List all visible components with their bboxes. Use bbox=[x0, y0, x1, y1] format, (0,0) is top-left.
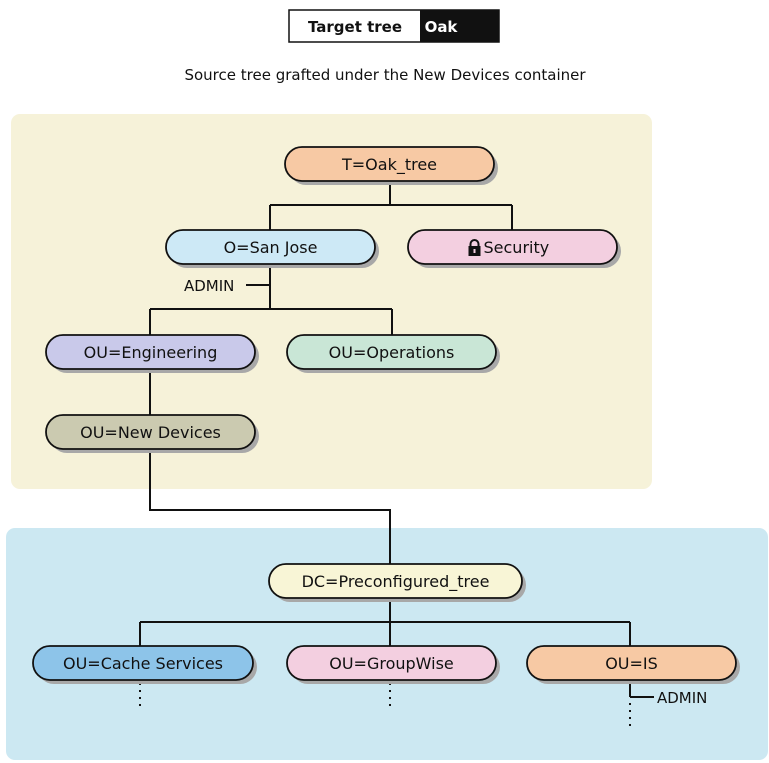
node-oak-tree-pill bbox=[284, 146, 495, 182]
node-security: Security bbox=[407, 229, 621, 268]
node-operations: OU=Operations bbox=[286, 334, 500, 373]
node-operations-pill bbox=[286, 334, 497, 370]
target-tree-header: Target tree Oak bbox=[288, 9, 500, 43]
node-engineering-label: OU=Engineering bbox=[84, 343, 218, 362]
node-oak-tree-label: T=Oak_tree bbox=[341, 155, 437, 175]
node-groupwise-label: OU=GroupWise bbox=[329, 654, 454, 673]
node-is-label: OU=IS bbox=[605, 654, 658, 673]
padlock-icon bbox=[468, 239, 481, 256]
admin-label-san-jose: ADMIN bbox=[184, 277, 234, 295]
node-san-jose-label: O=San Jose bbox=[224, 238, 318, 257]
node-groupwise-pill bbox=[286, 645, 497, 681]
target-tree-region bbox=[11, 114, 652, 489]
node-security-label: Security bbox=[484, 238, 550, 257]
header-label: Target tree bbox=[308, 18, 402, 36]
source-tree-region bbox=[6, 528, 768, 760]
connectors bbox=[139, 181, 654, 698]
node-new-devices: OU=New Devices bbox=[45, 414, 259, 453]
node-preconfigured-tree-label: DC=Preconfigured_tree bbox=[302, 572, 490, 592]
node-operations-label: OU=Operations bbox=[329, 343, 455, 362]
subtitle: Source tree grafted under the New Device… bbox=[184, 66, 586, 84]
node-is: OU=IS bbox=[526, 645, 740, 684]
node-new-devices-pill bbox=[45, 414, 256, 450]
node-is-pill bbox=[526, 645, 737, 681]
node-preconfigured-tree-pill bbox=[268, 563, 523, 599]
node-san-jose-pill bbox=[165, 229, 376, 265]
node-new-devices-label: OU=New Devices bbox=[80, 423, 221, 442]
node-groupwise: OU=GroupWise bbox=[286, 645, 500, 684]
header-value: Oak bbox=[425, 18, 459, 36]
node-oak-tree: T=Oak_tree bbox=[284, 146, 498, 185]
node-security-pill bbox=[407, 229, 618, 265]
node-cache-services-label: OU=Cache Services bbox=[63, 654, 223, 673]
node-engineering: OU=Engineering bbox=[45, 334, 259, 373]
admin-label-is: ADMIN bbox=[657, 689, 707, 707]
node-preconfigured-tree: DC=Preconfigured_tree bbox=[268, 563, 526, 602]
node-cache-services-pill bbox=[32, 645, 254, 681]
node-san-jose: O=San Jose bbox=[165, 229, 379, 268]
node-engineering-pill bbox=[45, 334, 256, 370]
node-cache-services: OU=Cache Services bbox=[32, 645, 257, 684]
